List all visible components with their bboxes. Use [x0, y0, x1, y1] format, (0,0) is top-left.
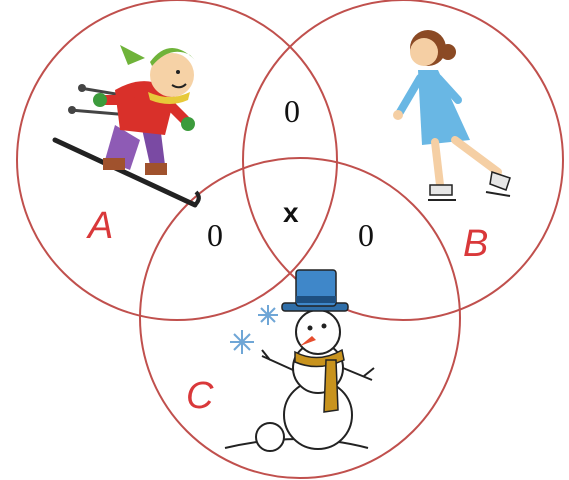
- snowman-icon: [224, 269, 375, 452]
- snowflake-icon: [230, 305, 278, 354]
- set-label-c: C: [186, 375, 214, 417]
- skier-icon: [52, 45, 201, 208]
- region-bc-value: 0: [358, 217, 374, 253]
- circle-c: [139, 157, 461, 479]
- set-label-a: A: [86, 205, 113, 247]
- circle-b: [242, 0, 564, 321]
- region-abc-value: x: [283, 197, 299, 228]
- region-ac-value: 0: [207, 217, 223, 253]
- region-ab-value: 0: [284, 93, 300, 129]
- set-label-b: B: [463, 223, 488, 265]
- ice-skater-icon: [393, 30, 511, 201]
- circle-a: [16, 0, 338, 321]
